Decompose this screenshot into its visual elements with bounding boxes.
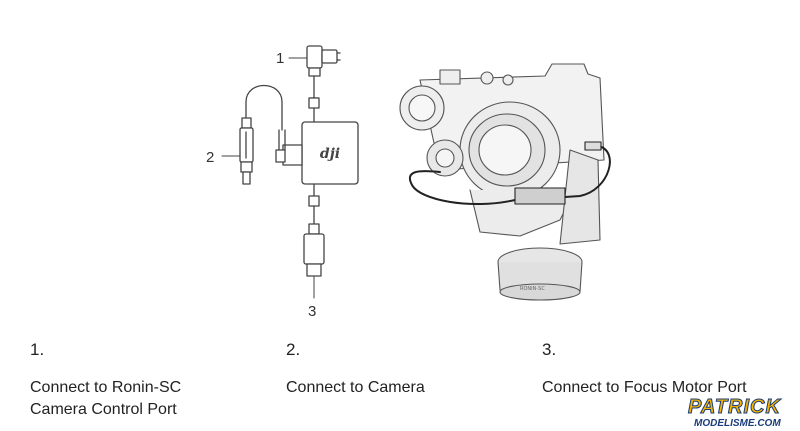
callout-2: 2 bbox=[206, 149, 214, 166]
step-1-text-line2: Camera Control Port bbox=[30, 401, 177, 418]
step-1-text: Connect to Ronin-SC bbox=[30, 379, 182, 396]
watermark-logo: PATRICK MODELISME.COM bbox=[688, 396, 800, 431]
cable-diagram: dji bbox=[206, 45, 611, 320]
control-cable: dji bbox=[221, 45, 359, 299]
connector-2 bbox=[275, 129, 303, 166]
watermark-sub: MODELISME.COM bbox=[694, 418, 781, 429]
connector-3 bbox=[303, 223, 325, 277]
gimbal-label: RONIN-SC bbox=[520, 286, 545, 292]
step-1-number: 1. bbox=[30, 340, 45, 359]
watermark-main: PATRICK bbox=[688, 396, 781, 419]
step-2-text: Connect to Camera bbox=[286, 379, 425, 396]
step-3: 3. Connect to Focus Motor Port bbox=[542, 340, 782, 399]
step-1: 1. Connect to Ronin-SC Camera Control Po… bbox=[30, 340, 270, 421]
splitter-hub: dji bbox=[301, 121, 359, 185]
hub-logo: dji bbox=[320, 146, 340, 162]
step-3-number: 3. bbox=[542, 340, 557, 359]
gimbal-with-camera: RONIN-SC bbox=[399, 63, 611, 301]
callout-3: 3 bbox=[308, 303, 316, 320]
connector-1 bbox=[306, 45, 341, 77]
callout-1: 1 bbox=[276, 50, 284, 67]
step-2: 2. Connect to Camera bbox=[286, 340, 526, 399]
step-2-number: 2. bbox=[286, 340, 301, 359]
step-3-text: Connect to Focus Motor Port bbox=[542, 379, 747, 396]
